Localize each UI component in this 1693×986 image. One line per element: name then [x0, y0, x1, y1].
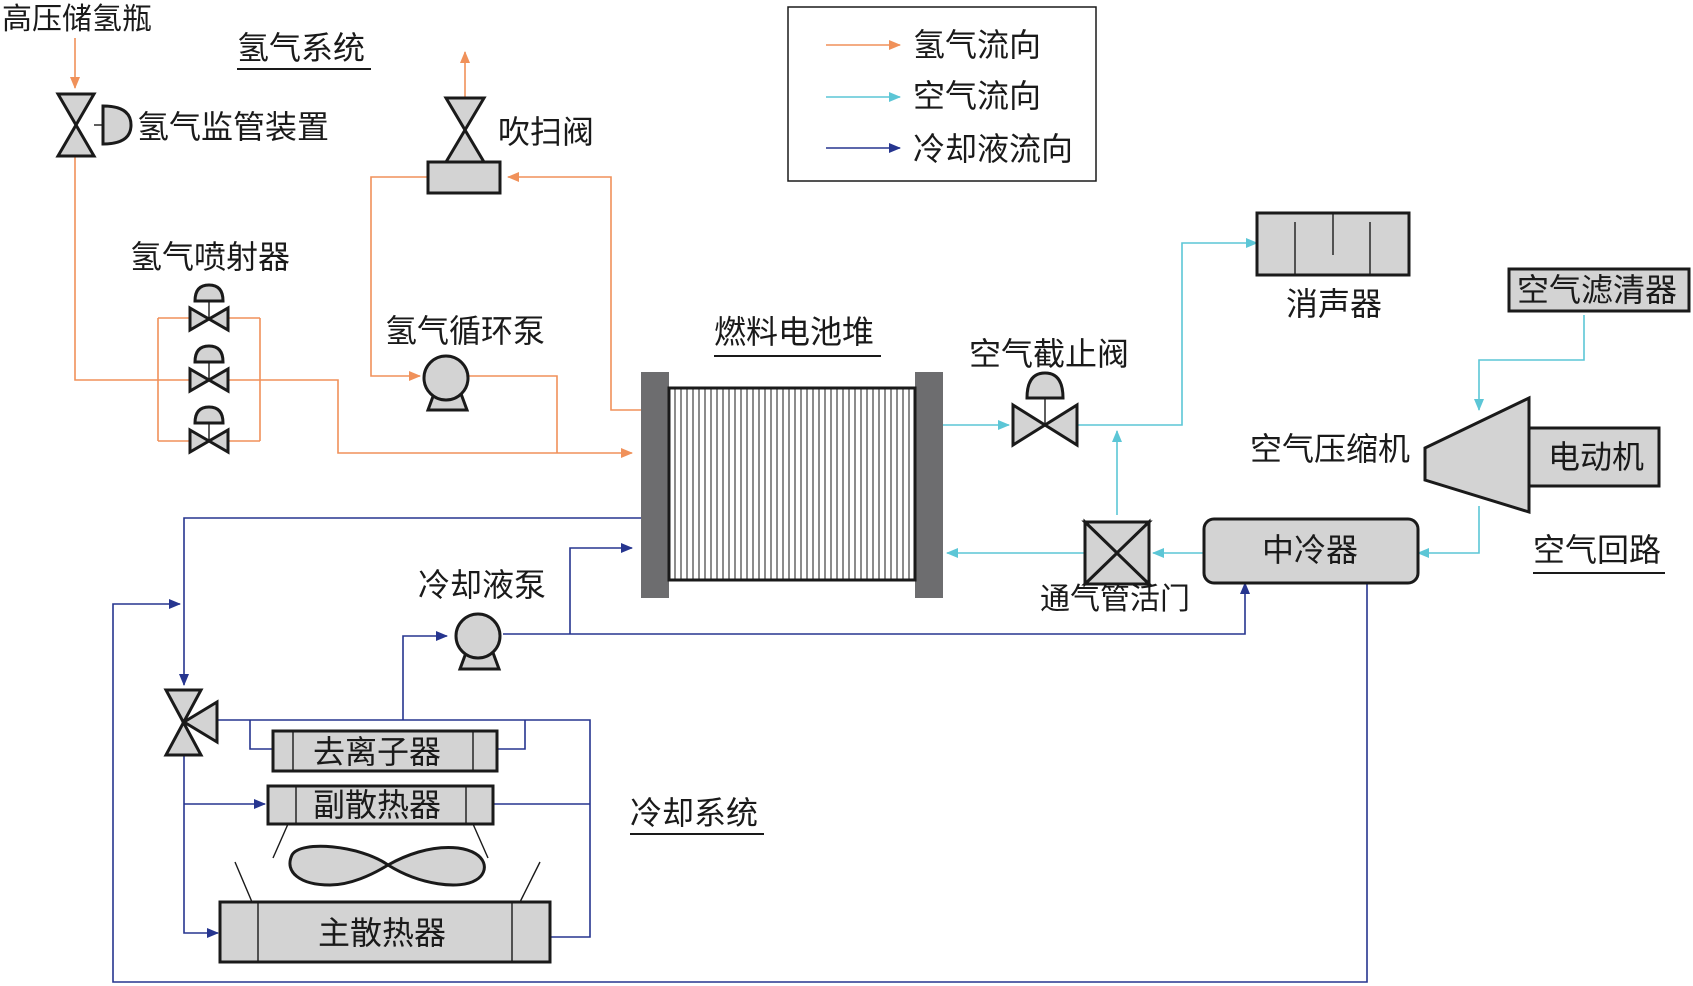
stack-end-plate-left [641, 372, 669, 598]
intercooler-label: 中冷器 [1262, 531, 1358, 569]
air-pipe-compressor-to-intercooler [1417, 506, 1480, 558]
h2-monitor-label: 氢气监管装置 [137, 108, 329, 146]
purge-valve-body [443, 96, 487, 164]
fuel-cell-stack[interactable] [641, 372, 943, 598]
fan-blade-icon [288, 844, 486, 887]
section-hydrogen-system: 氢气系统 [237, 29, 371, 70]
air-shutoff-valve[interactable] [1011, 371, 1079, 448]
injector-valve-3 [188, 405, 230, 455]
aux-radiator[interactable]: 副散热器 [266, 784, 495, 826]
air-pipe-filter-to-compressor [1474, 315, 1585, 411]
muffler-label: 消声器 [1286, 285, 1382, 323]
h2-recirc-pump[interactable] [422, 354, 470, 412]
deionizer-label: 去离子器 [313, 733, 441, 771]
injector-valve-3-actuator [193, 405, 225, 425]
coolant-pump-casing [454, 612, 502, 660]
legend-air-label: 空气流向 [913, 77, 1041, 115]
three-way-valve[interactable] [163, 688, 219, 757]
vent-valve-body-horizontal [1083, 518, 1151, 588]
air-pipe-to-muffler [1078, 238, 1258, 426]
hydrogen-piping [70, 38, 641, 458]
air-piping [943, 238, 1585, 558]
intercooler-body [1202, 517, 1420, 585]
section-air-loop: 空气回路 [1533, 531, 1665, 574]
h2-recirc-pump-label: 氢气循环泵 [385, 312, 545, 350]
section-hydrogen-system-label: 氢气系统 [237, 29, 365, 67]
deionizer[interactable]: 去离子器 [271, 729, 499, 773]
electric-motor[interactable]: 电动机 [1527, 426, 1661, 488]
legend: 氢气流向 空气流向 冷却液流向 [787, 6, 1097, 182]
legend-hydrogen-label: 氢气流向 [913, 26, 1041, 64]
air-compressor[interactable] [1423, 395, 1531, 515]
hp-tank-label: 高压储氢瓶 [2, 2, 152, 37]
coolant-pump[interactable] [454, 612, 502, 671]
air-shutoff-valve-actuator [1025, 371, 1065, 400]
coolant-pipe-return-loop [112, 583, 1368, 983]
h2-injector[interactable] [188, 283, 230, 455]
h2-monitor-valve[interactable] [55, 92, 133, 158]
coolant-pipe-stack-to-valve [179, 517, 641, 686]
coolant-piping [112, 517, 1368, 983]
stack-end-plate-right [915, 372, 943, 598]
main-radiator[interactable]: 主散热器 [218, 900, 552, 964]
three-way-valve-body-side [181, 699, 219, 745]
h2-injector-label: 氢气喷射器 [130, 238, 290, 276]
h2-monitor-actuator [101, 104, 133, 146]
coolant-pump-label: 冷却液泵 [418, 566, 546, 604]
main-radiator-label: 主散热器 [318, 914, 446, 952]
electric-motor-body [1527, 426, 1661, 488]
h2-pipe-stack-to-purge [507, 172, 641, 411]
muffler[interactable] [1255, 211, 1411, 277]
radiator-fan [234, 823, 541, 903]
vent-valve[interactable] [1081, 518, 1153, 588]
fan-bracket-left-top [272, 823, 289, 859]
legend-box [787, 6, 1097, 182]
h2-recirc-pump-casing [422, 354, 470, 402]
main-radiator-body [218, 900, 552, 964]
purge-valve[interactable] [426, 96, 502, 195]
h2-pipe-to-recirc-pump [370, 176, 428, 381]
motor-label: 电动机 [1548, 438, 1644, 476]
fan-bracket-right-top [472, 823, 489, 859]
air-filter-body [1507, 267, 1691, 313]
intercooler[interactable]: 中冷器 [1202, 517, 1420, 585]
aux-radiator-body [266, 784, 495, 826]
h2-pipe-recirc-out [467, 375, 558, 453]
deionizer-body [271, 729, 499, 773]
coolant-pipe-to-stack [569, 543, 633, 634]
air-compressor-body [1423, 395, 1531, 515]
injector-valve-1-actuator [193, 283, 225, 303]
injector-valve-2 [188, 344, 230, 394]
coolant-pipe-to-intercooler [503, 582, 1250, 635]
section-cooling-system: 冷却系统 [630, 794, 764, 835]
h2-pipe-to-injector [74, 156, 158, 381]
h2-monitor-valve-body [55, 92, 97, 158]
fan-bracket-left-bottom [234, 861, 253, 903]
air-compressor-label: 空气压缩机 [1250, 430, 1410, 468]
coolant-pipe-to-pump [402, 631, 448, 720]
stack-cells [667, 386, 917, 582]
air-filter[interactable]: 空气滤清器 [1507, 267, 1691, 313]
section-air-loop-label: 空气回路 [1533, 531, 1661, 569]
stack-label: 燃料电池堆 [714, 313, 874, 351]
air-shutoff-label: 空气截止阀 [969, 335, 1129, 373]
purge-valve-actuator [426, 160, 502, 195]
legend-coolant-label: 冷却液流向 [913, 130, 1073, 168]
vent-valve-label: 通气管活门 [1040, 582, 1190, 617]
h2-pipe-to-stack [260, 379, 633, 458]
injector-valve-2-actuator [193, 344, 225, 364]
coolant-pipe-to-main-radiator [183, 755, 219, 938]
fan-bracket-right-bottom [519, 861, 541, 903]
coolant-pipe-deionizer [249, 720, 526, 750]
aux-radiator-label: 副散热器 [313, 786, 441, 824]
air-filter-label: 空气滤清器 [1517, 271, 1677, 309]
purge-valve-label: 吹扫阀 [498, 113, 594, 151]
injector-valve-1 [188, 283, 230, 333]
section-cooling-system-label: 冷却系统 [630, 794, 758, 832]
